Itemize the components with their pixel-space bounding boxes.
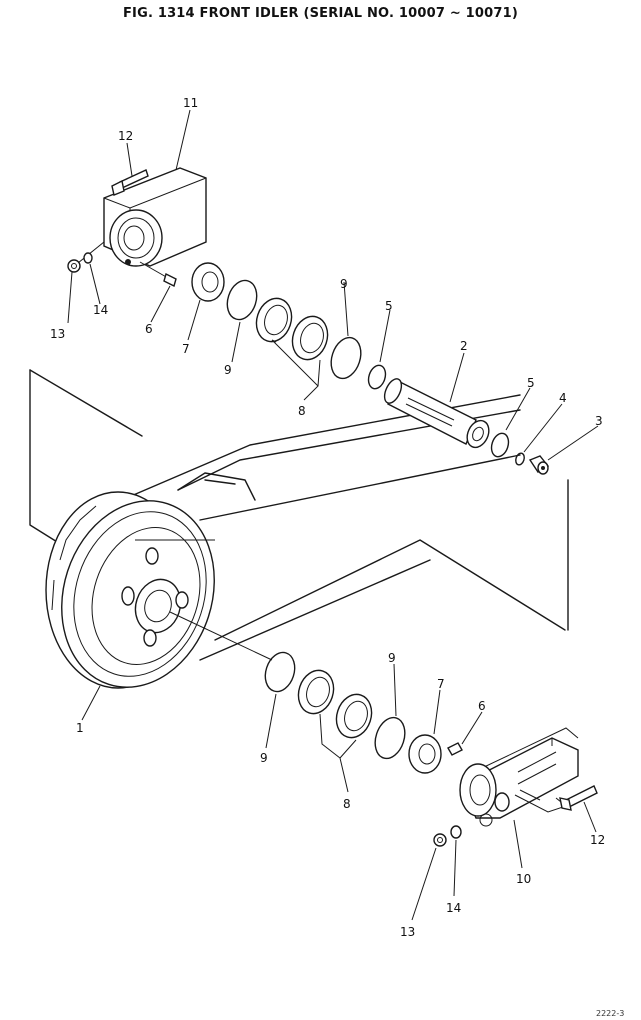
callout-13-upper: 13 [50,327,65,341]
idler-shaft [383,378,490,449]
lower-seal-guard [408,734,442,774]
callout-9-lower-left: 9 [260,751,268,765]
callout-11: 11 [183,96,198,110]
upper-floating-seal [255,297,329,361]
callout-3: 3 [595,414,603,428]
callout-7-upper: 7 [182,342,190,356]
callout-9-upper-left: 9 [224,363,232,377]
callout-14-upper: 14 [93,303,108,317]
upper-seal-guard [191,262,225,302]
callout-10: 10 [516,872,531,886]
figure-title: FIG. 1314 FRONT IDLER (SERIAL NO. 10007 … [122,6,519,21]
upper-small-o-ring [367,364,387,390]
callout-9-upper-right: 9 [340,277,348,291]
upper-pin [139,261,177,288]
upper-support [103,167,207,267]
callout-6-lower: 6 [478,699,486,713]
plug-o-ring [515,452,525,466]
upper-nut-washer [67,241,105,273]
callout-2: 2 [460,339,468,353]
callout-8-lower: 8 [343,797,351,811]
lower-nut-washer [433,825,462,847]
callout-6-upper: 6 [145,322,153,336]
lower-o-ring-right [374,716,406,760]
corner-code: 2222-3 [596,1009,624,1018]
shaft-axis-line [169,611,273,661]
right-small-o-ring [490,432,510,458]
callout-12-upper: 12 [118,129,133,143]
callout-5-upper: 5 [385,299,393,313]
callout-7-lower: 7 [437,677,445,691]
callout-9-lower-right: 9 [388,651,396,665]
lower-pin [447,742,463,756]
upper-o-ring-right [330,336,362,380]
callout-1: 1 [76,721,84,735]
upper-o-ring-left [226,279,258,321]
lower-support [459,727,579,827]
lower-bolt [559,785,598,811]
callout-13-lower: 13 [400,925,415,939]
callout-4: 4 [559,391,567,405]
callout-8-upper: 8 [298,404,306,418]
idler-wheel [45,491,215,689]
lower-o-ring-left [264,651,296,693]
callout-labels: 11 12 13 14 6 7 9 8 9 5 2 5 4 3 1 9 8 9 … [50,96,624,1018]
callout-5-right: 5 [527,376,535,390]
callout-12-lower: 12 [590,833,605,847]
plug [528,455,550,475]
leader-lines [67,109,599,921]
callout-14-lower: 14 [446,901,461,915]
lower-floating-seal [297,669,373,739]
upper-bolt [111,169,149,196]
